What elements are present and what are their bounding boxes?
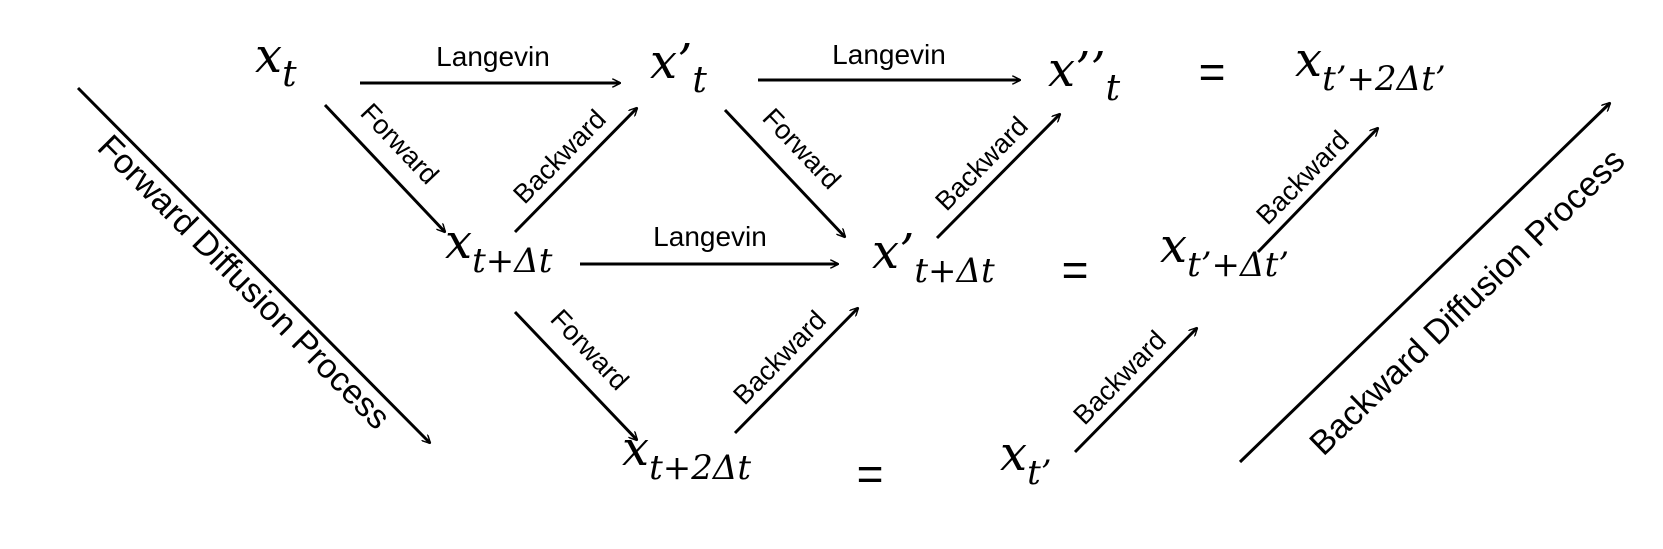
backward-arrow-3	[1256, 128, 1378, 254]
backward-label-3: Backward	[1250, 125, 1354, 231]
backward-arrow-5	[1073, 328, 1197, 454]
forward-label-1: Forward	[355, 98, 445, 191]
equals-sign-middle: =	[1062, 244, 1089, 296]
forward-arrow-1	[323, 103, 445, 232]
node-x-t: xt	[255, 28, 297, 95]
backward-diffusion-arrow	[1238, 103, 1610, 464]
langevin-label-top-left: Langevin	[436, 41, 550, 72]
node-x-t-prime: xt’	[1000, 426, 1052, 493]
forward-diffusion-label: Forward Diffusion Process	[90, 128, 397, 437]
backward-diffusion-label: Backward Diffusion Process	[1302, 141, 1632, 462]
backward-label-2: Backward	[929, 111, 1033, 217]
backward-label-1: Backward	[507, 104, 611, 210]
node-x-t-plus-2dt: xt+2Δt	[622, 421, 751, 488]
backward-arrow-2	[935, 114, 1060, 240]
node-x-prime-t-plus-dt: x’t+Δt	[872, 224, 995, 291]
forward-diffusion-arrow	[76, 86, 430, 443]
backward-label-5: Backward	[1067, 325, 1171, 431]
forward-arrow-3	[513, 310, 637, 440]
equals-sign-top: =	[1199, 46, 1226, 98]
backward-arrow-4	[733, 308, 858, 435]
node-x-t-prime-plus-dt-prime: xt’+Δt’	[1160, 218, 1289, 285]
forward-label-2: Forward	[757, 103, 847, 196]
forward-arrow-2	[723, 108, 845, 237]
node-x-t-plus-dt: xt+Δt	[445, 214, 553, 281]
backward-arrow-1	[513, 108, 637, 234]
forward-label-3: Forward	[545, 304, 635, 397]
node-x-double-prime-t: x’’t	[1048, 42, 1121, 109]
langevin-label-middle: Langevin	[653, 221, 767, 252]
equals-sign-bottom: =	[857, 448, 884, 500]
backward-label-4: Backward	[727, 305, 831, 411]
langevin-label-top-right: Langevin	[832, 39, 946, 70]
node-x-prime-t: x’t	[650, 34, 707, 101]
node-x-t-prime-plus-2dt-prime: xt’+2Δt’	[1295, 32, 1446, 99]
